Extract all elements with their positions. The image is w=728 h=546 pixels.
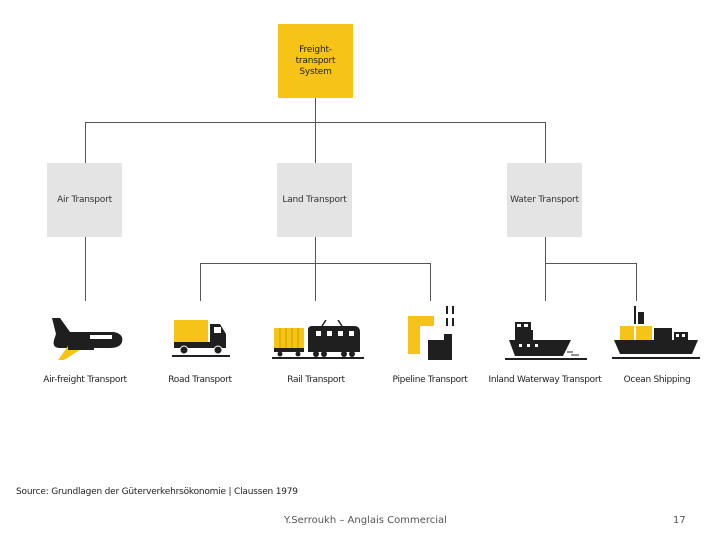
mode-label-inland-waterway: Inland Waterway Transport xyxy=(488,375,602,385)
mode-label-rail: Rail Transport xyxy=(287,375,345,385)
connector-rail-down xyxy=(315,263,316,301)
train-icon xyxy=(272,320,364,359)
page-number: 17 xyxy=(673,515,686,526)
category-label: Land Transport xyxy=(282,194,347,205)
connector-road-down xyxy=(200,263,201,301)
root-node-freight-system: Freight-transport System xyxy=(278,24,353,98)
connector-ocean-down xyxy=(636,263,637,301)
mode-label-ocean-shipping: Ocean Shipping xyxy=(623,375,691,385)
footer-author: Y.Serroukh – Anglais Commercial xyxy=(284,515,447,526)
connector-air-up xyxy=(85,122,86,163)
truck-icon xyxy=(172,320,230,357)
category-air-transport: Air Transport xyxy=(47,163,122,237)
connector-inland-down xyxy=(545,263,546,301)
connector-water-horizontal xyxy=(545,263,637,264)
category-label: Air Transport xyxy=(57,194,112,205)
source-citation: Source: Grundlagen der Güterverkehrsökon… xyxy=(16,487,298,497)
mode-label-pipeline: Pipeline Transport xyxy=(392,375,468,385)
mode-label-road: Road Transport xyxy=(168,375,232,385)
connector-water-up xyxy=(545,122,546,163)
container-ship-icon xyxy=(612,306,700,359)
category-water-transport: Water Transport xyxy=(507,163,582,237)
root-node-label: Freight-transport System xyxy=(295,44,336,77)
mode-label-air-freight: Air-freight Transport xyxy=(43,375,127,385)
connector-root-down xyxy=(315,98,316,122)
connector-land-up xyxy=(315,122,316,163)
airplane-icon xyxy=(52,318,123,360)
connector-pipeline-down xyxy=(430,263,431,301)
category-label: Water Transport xyxy=(510,194,579,205)
connector-water-down xyxy=(545,237,546,263)
barge-icon xyxy=(505,322,587,360)
category-land-transport: Land Transport xyxy=(277,163,352,237)
pipeline-icon xyxy=(408,306,454,360)
connector-air-down xyxy=(85,237,86,301)
connector-land-down xyxy=(315,237,316,263)
